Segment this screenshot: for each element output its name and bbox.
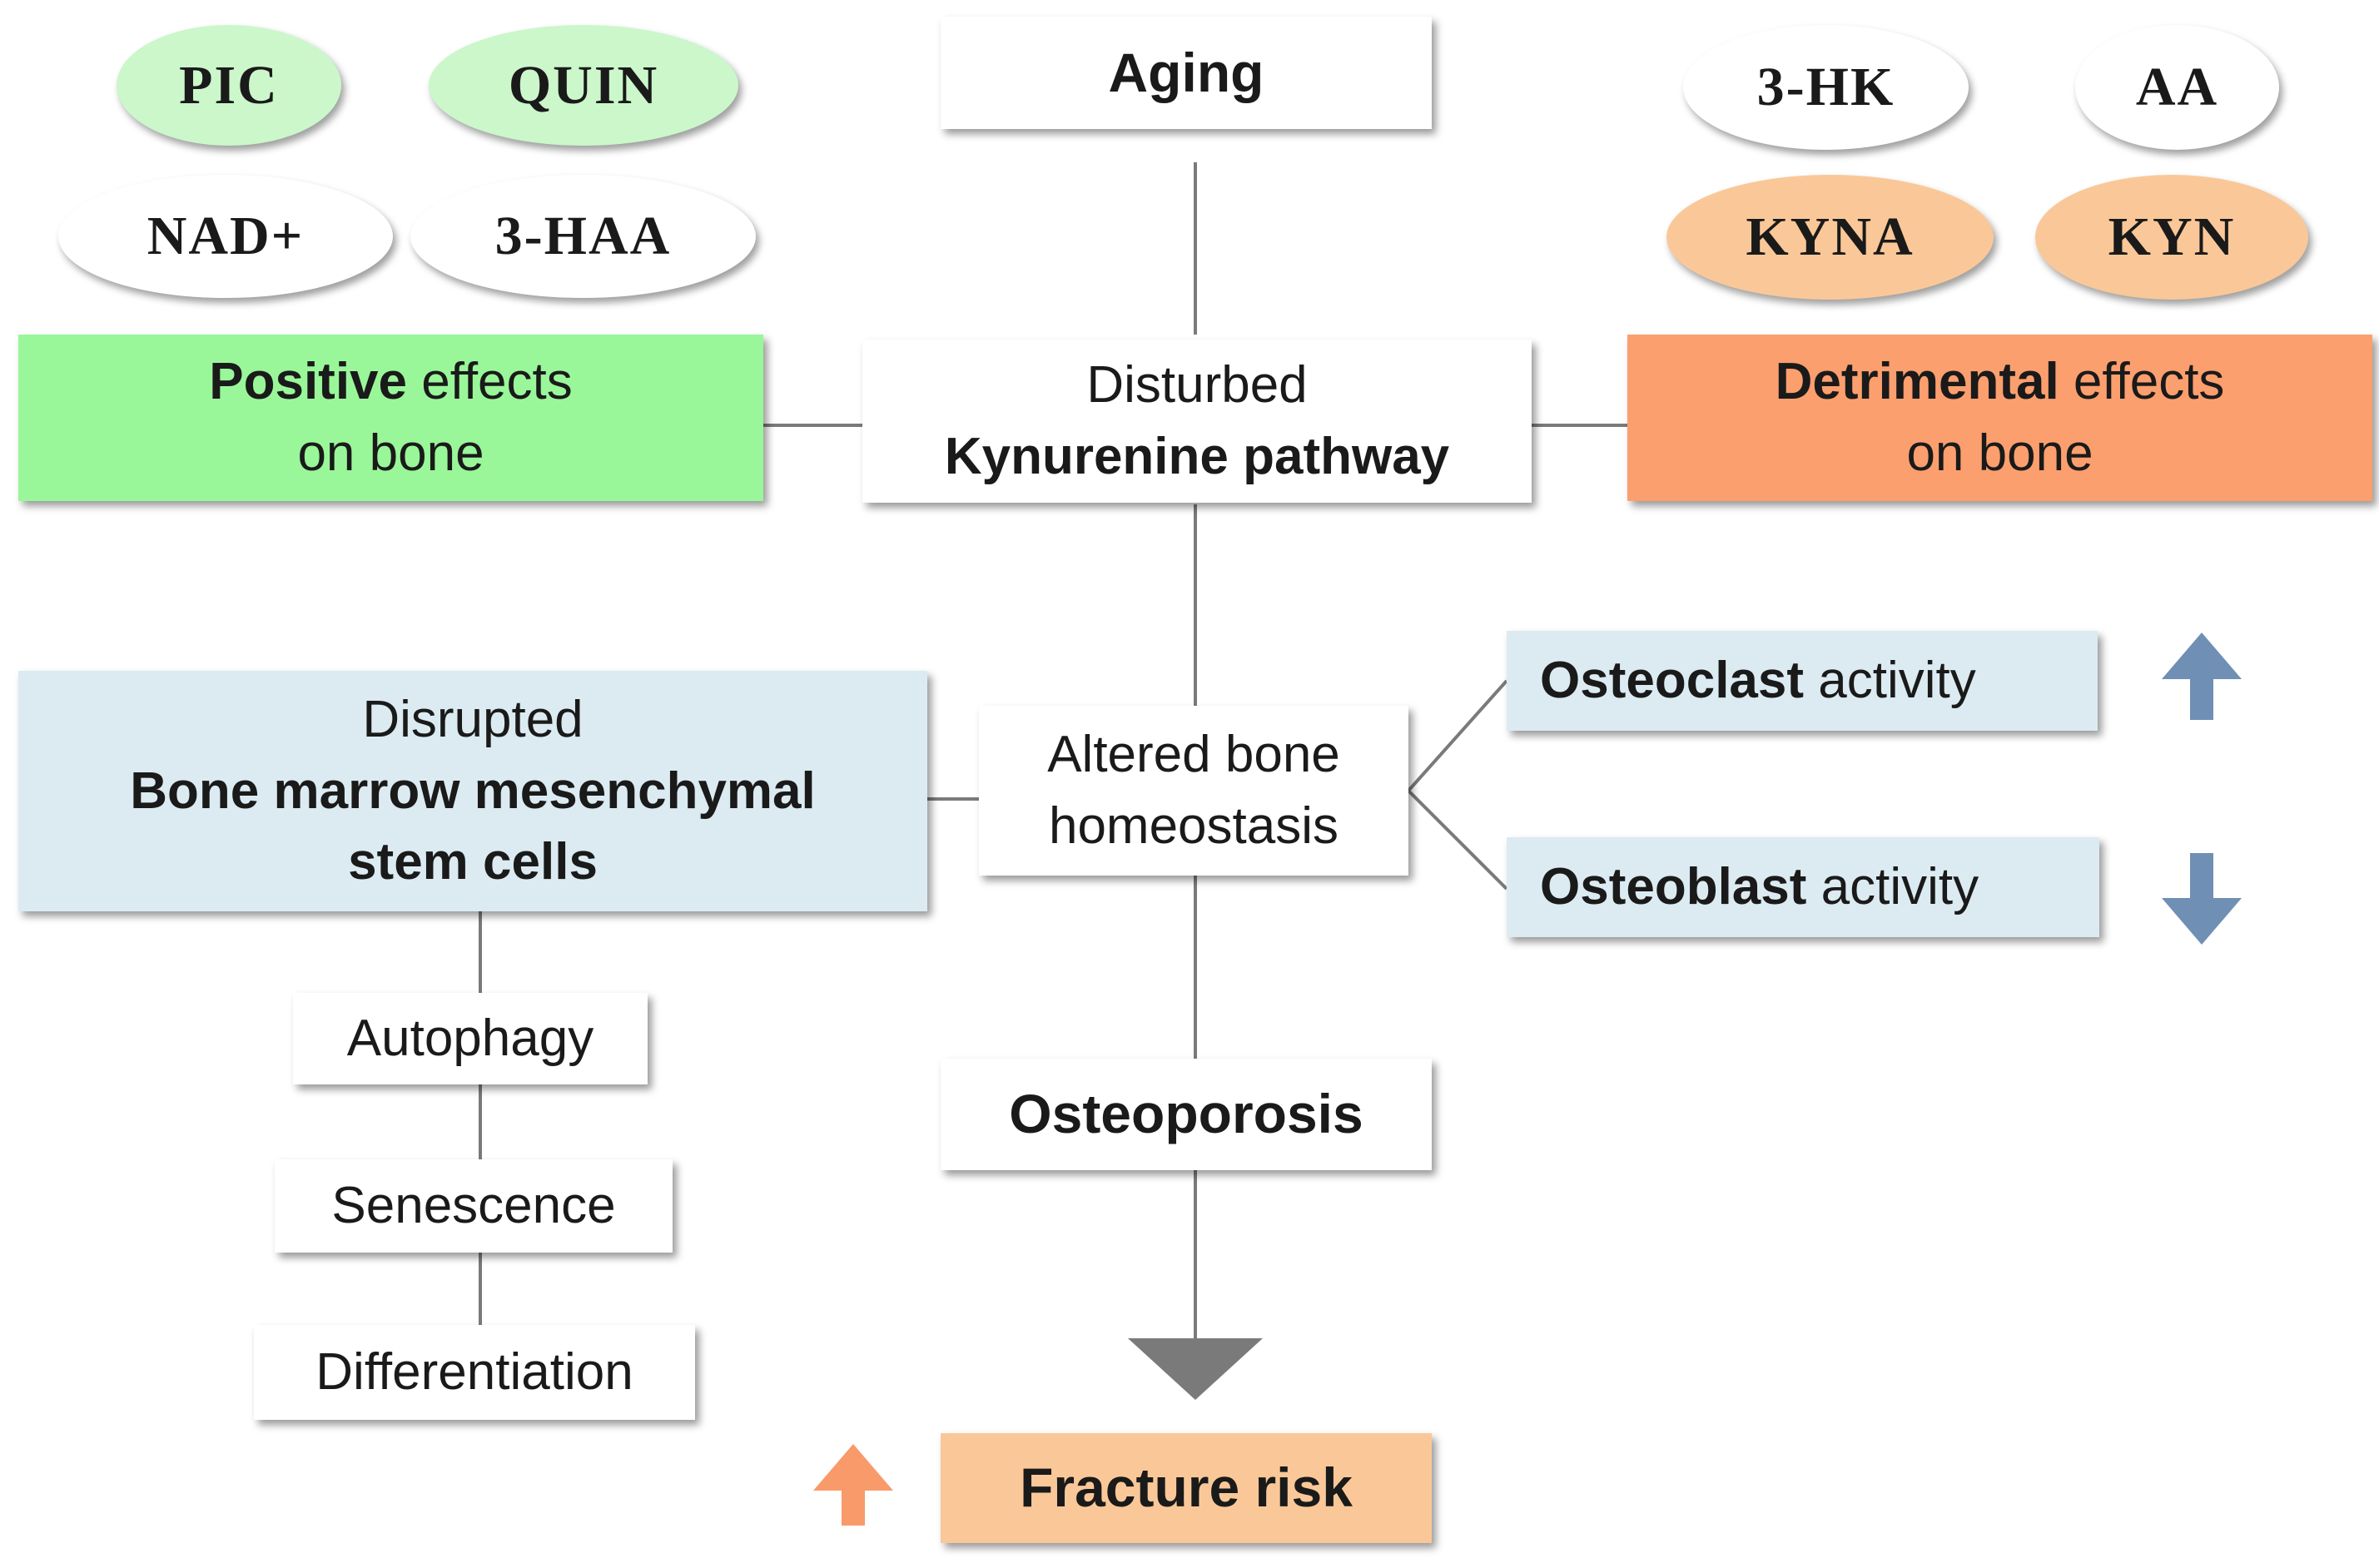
kynurenine-pathway-box: Disturbed Kynurenine pathway — [862, 340, 1532, 503]
positive-effects-rest: effects — [407, 353, 573, 411]
positive-effects-box: Positive effects on bone — [18, 335, 763, 501]
positive-effects-line2: on bone — [297, 424, 484, 482]
osteoclast-rest: activity — [1804, 652, 1976, 710]
metabolite-nad-label: NAD+ — [147, 206, 305, 266]
aging-box: Aging — [941, 17, 1432, 129]
metabolite-pic: PIC — [117, 25, 341, 146]
metabolite-quin: QUIN — [429, 25, 738, 146]
homeostasis-box: Altered bone homeostasis — [979, 706, 1408, 876]
metabolite-pic-label: PIC — [179, 54, 279, 116]
metabolite-3hk: 3-HK — [1683, 25, 1969, 150]
metabolite-kyna: KYNA — [1666, 175, 1994, 300]
osteoblast-rest: activity — [1806, 858, 1979, 916]
connector-homeostasis-activities — [1406, 679, 1508, 891]
detrimental-effects-bold: Detrimental — [1775, 353, 2059, 411]
homeostasis-line1: Altered bone — [1047, 726, 1340, 784]
stem-cells-line3: stem cells — [348, 833, 598, 891]
senescence-box: Senescence — [275, 1159, 673, 1253]
metabolite-aa: AA — [2075, 25, 2279, 150]
detrimental-effects-line1: Detrimental effects — [1776, 346, 2225, 418]
metabolite-kyna-label: KYNA — [1746, 206, 1915, 267]
osteoclast-up-arrow-icon — [2162, 633, 2242, 720]
osteoporosis-label: Osteoporosis — [1009, 1083, 1363, 1145]
senescence-label: Senescence — [331, 1177, 616, 1235]
osteoclast-activity-box: Osteoclast activity — [1507, 631, 2098, 731]
aging-label: Aging — [1108, 41, 1264, 103]
metabolite-aa-label: AA — [2135, 57, 2219, 117]
metabolite-quin-label: QUIN — [508, 54, 659, 116]
metabolite-3haa: 3-HAA — [410, 175, 756, 298]
differentiation-label: Differentiation — [315, 1343, 633, 1402]
positive-effects-bold: Positive — [209, 353, 408, 411]
fracture-risk-label: Fracture risk — [1020, 1456, 1353, 1519]
autophagy-label: Autophagy — [346, 1010, 594, 1068]
osteoblast-activity-box: Osteoblast activity — [1507, 837, 2099, 937]
osteoporosis-box: Osteoporosis — [941, 1059, 1432, 1170]
stem-cells-line1: Disrupted — [362, 691, 584, 749]
osteoblast-down-arrow-icon — [2162, 853, 2242, 945]
metabolite-kyn-label: KYN — [2108, 206, 2236, 267]
positive-effects-line1: Positive effects — [209, 346, 573, 418]
autophagy-box: Autophagy — [293, 993, 648, 1084]
metabolite-3hk-label: 3-HK — [1756, 57, 1895, 117]
differentiation-box: Differentiation — [254, 1325, 695, 1420]
stem-cells-box: Disrupted Bone marrow mesenchymal stem c… — [18, 671, 927, 911]
osteoclast-bold: Osteoclast — [1540, 652, 1805, 710]
stem-cells-line2: Bone marrow mesenchymal — [130, 762, 816, 820]
metabolite-nad: NAD+ — [58, 175, 393, 298]
detrimental-effects-rest: effects — [2059, 353, 2225, 411]
fracture-risk-up-arrow-icon — [813, 1444, 893, 1526]
pathway-line1: Disturbed — [1086, 356, 1308, 414]
detrimental-effects-line2: on bone — [1906, 424, 2093, 482]
metabolite-3haa-label: 3-HAA — [494, 206, 672, 266]
detrimental-effects-box: Detrimental effects on bone — [1627, 335, 2372, 501]
pathway-line2: Kynurenine pathway — [944, 428, 1450, 485]
metabolite-kyn: KYN — [2035, 175, 2308, 300]
fracture-risk-box: Fracture risk — [941, 1433, 1432, 1543]
fracture-down-triangle — [1128, 1338, 1263, 1400]
osteoblast-bold: Osteoblast — [1540, 858, 1807, 916]
homeostasis-line2: homeostasis — [1048, 797, 1339, 855]
